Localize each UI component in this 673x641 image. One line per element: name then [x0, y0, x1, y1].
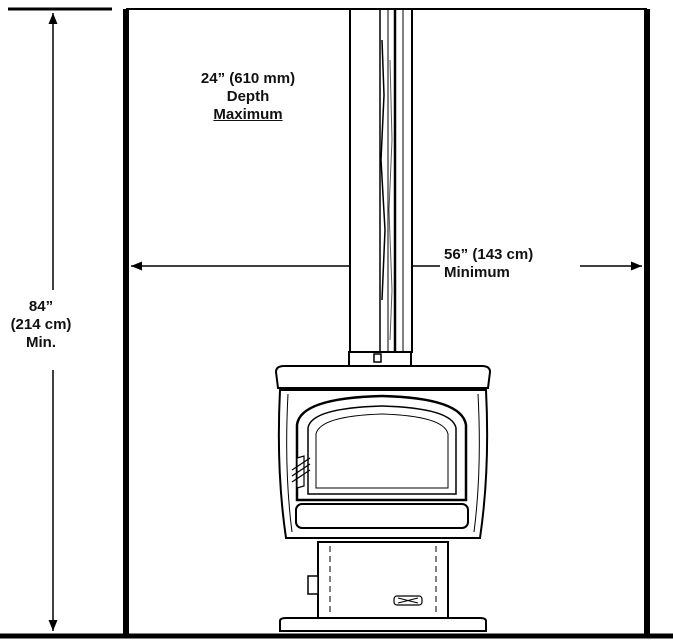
stove-glass: [315, 413, 449, 489]
chimney-pipe: [349, 8, 413, 353]
brand-logo: [393, 595, 423, 606]
door-handle: [291, 455, 311, 489]
width-value: 56” (143 cm): [444, 246, 534, 263]
wood-stove: [274, 351, 492, 632]
height-limit: Min.: [26, 334, 56, 351]
height-value: 84”: [28, 298, 54, 315]
depth-value: 24” (610 mm): [200, 70, 296, 87]
stove-top: [274, 365, 492, 389]
depth-word: Depth: [226, 88, 270, 105]
width-limit: Minimum: [444, 264, 510, 281]
height-metric: (214 cm): [10, 316, 72, 333]
air-intake: [307, 575, 319, 595]
depth-label: 24” (610 mm) Depth Maximum: [168, 70, 328, 124]
stove-pedestal: [317, 541, 449, 621]
ash-lip: [295, 503, 469, 529]
depth-limit: Maximum: [213, 106, 283, 123]
stove-base: [279, 617, 487, 632]
height-label: 84” (214 cm) Min.: [0, 298, 82, 352]
width-label: 56” (143 cm) Minimum: [444, 246, 533, 282]
